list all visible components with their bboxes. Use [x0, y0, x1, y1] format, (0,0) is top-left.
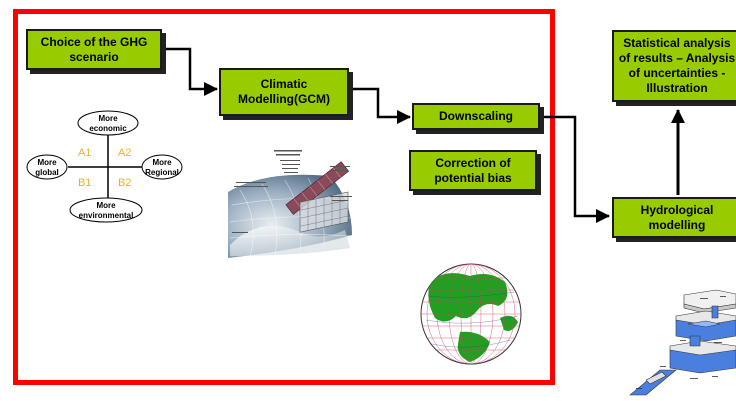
statistical-analysis-box: Statistical analysis of results – Analys…	[612, 30, 736, 102]
hydrological-modelling-box: Hydrological modelling	[612, 197, 736, 238]
scenario-left-node: More global	[26, 154, 68, 180]
gcm-scope-frame	[13, 9, 555, 385]
scenario-top-line2: economic	[89, 124, 127, 133]
climatic-modelling-box: Climatic Modelling(GCM)	[219, 68, 349, 116]
bias-correction-box: Correction of potential bias	[409, 150, 537, 191]
scenario-right-line1: More	[152, 158, 172, 167]
scenario-code-a2: A2	[118, 147, 131, 159]
scenario-bottom-line2: environmental	[79, 211, 134, 220]
connector-downscaling-to-hydrological	[542, 115, 610, 223]
scenario-left-line1: More	[37, 158, 57, 167]
downscaling-box: Downscaling	[412, 103, 540, 130]
scenario-top-line1: More	[98, 114, 118, 123]
ghg-scenario-box: Choice of the GHG scenario	[26, 29, 162, 70]
scenario-code-b1: B1	[78, 177, 91, 189]
connector-ghg-to-climatic	[164, 47, 218, 96]
scenario-right-node: More Regional	[141, 154, 183, 180]
scenario-left-line2: global	[35, 168, 59, 177]
scenario-code-a1: A1	[78, 147, 91, 159]
scenario-code-b2: B2	[118, 177, 131, 189]
scenario-right-line2: Regional	[145, 168, 179, 177]
scenario-top-node: More economic	[77, 110, 139, 136]
connector-climatic-to-downscaling	[351, 87, 411, 124]
scenario-bottom-line1: More	[96, 201, 116, 210]
scenario-bottom-node: More environmental	[69, 197, 143, 223]
